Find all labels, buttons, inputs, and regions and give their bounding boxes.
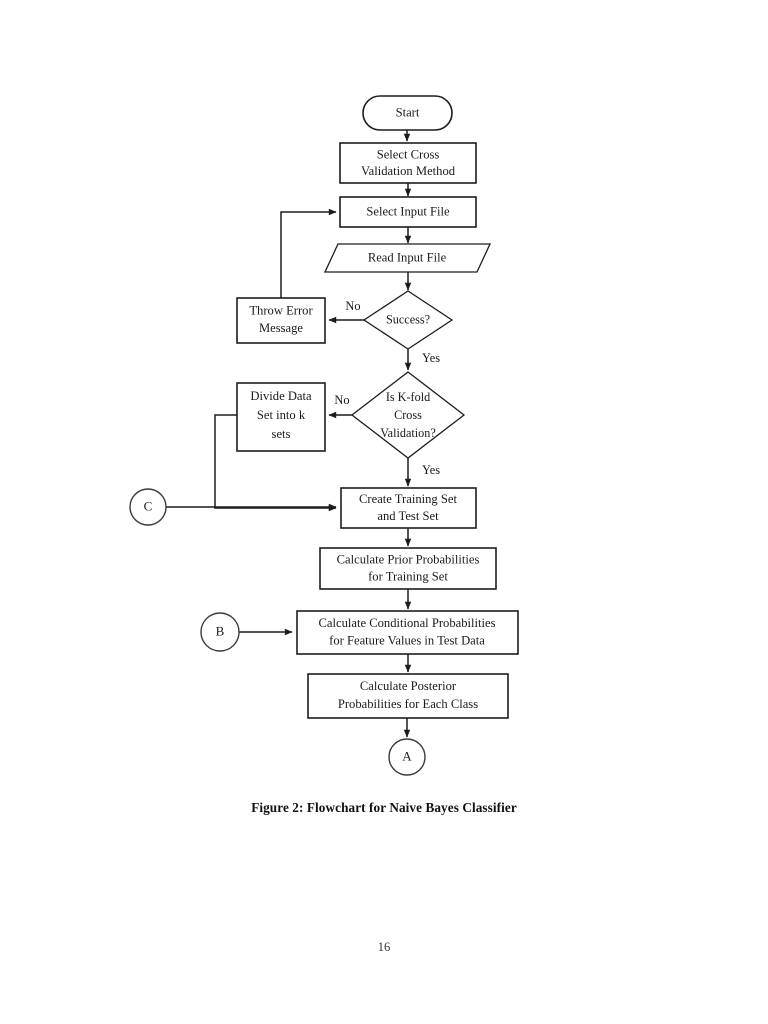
is-kfold-diamond-shape (350, 371, 466, 459)
node-is-kfold-decision[interactable]: Is K-fold Cross Validation? (350, 371, 466, 459)
node-throw-error-label-line2: Message (259, 321, 303, 335)
node-calculate-posterior-probabilities[interactable]: Calculate Posterior Probabilities for Ea… (307, 673, 509, 719)
node-prior-prob-label-line2: for Training Set (368, 569, 448, 583)
node-connector-a[interactable]: A (388, 738, 426, 776)
start-terminator-shape (362, 95, 453, 131)
node-read-input-file[interactable]: Read Input File (323, 243, 492, 273)
node-is-kfold-label-line3: Validation? (380, 426, 436, 440)
node-calculate-prior-probabilities[interactable]: Calculate Prior Probabilities for Traini… (319, 547, 497, 590)
edge-label-success-yes: Yes (422, 351, 440, 365)
create-sets-box-shape (340, 487, 477, 529)
node-connector-b-label: B (216, 623, 225, 638)
node-start[interactable]: Start (362, 95, 453, 131)
node-create-training-test-set[interactable]: Create Training Set and Test Set (340, 487, 477, 529)
divide-data-box-shape (236, 382, 326, 452)
node-cond-prob-label-line2: for Feature Values in Test Data (329, 633, 485, 647)
flowchart-nodes: Start Select Cross Validation Method Sel… (129, 95, 519, 776)
read-input-parallelogram-shape (323, 243, 492, 273)
edge-label-kfold-no: No (334, 393, 349, 407)
node-divide-data-label-line1: Divide Data (250, 389, 312, 403)
edge-label-success-no: No (345, 299, 360, 313)
connector-c-circle-shape (129, 488, 167, 526)
node-is-kfold-label-line1: Is K-fold (386, 390, 430, 404)
node-prior-prob-label-line1: Calculate Prior Probabilities (337, 552, 480, 566)
cond-prob-box-shape (296, 610, 519, 655)
throw-error-box-shape (236, 297, 326, 344)
flowchart-figure: No Yes No Yes Start Select Cross Validat… (129, 95, 519, 776)
post-prob-box-shape (307, 673, 509, 719)
prior-prob-box-shape (319, 547, 497, 590)
node-post-prob-label-line2: Probabilities for Each Class (338, 697, 478, 711)
node-connector-a-label: A (402, 748, 412, 763)
node-success-decision[interactable]: Success? (362, 290, 454, 350)
page-number: 16 (377, 940, 391, 954)
node-select-input-file[interactable]: Select Input File (339, 196, 477, 228)
flowchart-edges (166, 130, 412, 738)
node-select-cv-label-line2: Validation Method (361, 164, 456, 178)
select-input-box-shape (339, 196, 477, 228)
flowchart-edge-labels: No Yes No Yes (334, 299, 440, 477)
node-select-cv-label-line1: Select Cross (377, 147, 440, 161)
node-success-label: Success? (386, 312, 430, 326)
node-cond-prob-label-line1: Calculate Conditional Probabilities (319, 616, 496, 630)
node-create-sets-label-line2: and Test Set (377, 509, 439, 523)
node-connector-c[interactable]: C (129, 488, 167, 526)
node-divide-data-label-line3: sets (272, 427, 291, 441)
node-throw-error-message[interactable]: Throw Error Message (236, 297, 326, 344)
edge-divide-data-to-create-sets (214, 414, 337, 512)
success-diamond-shape (362, 290, 454, 350)
select-cv-box-shape (339, 142, 477, 184)
connector-b-circle-shape (200, 612, 240, 652)
edge-label-kfold-yes: Yes (422, 463, 440, 477)
edge-throw-error-to-select-input (280, 208, 337, 298)
node-select-input-label: Select Input File (366, 204, 450, 218)
node-post-prob-label-line1: Calculate Posterior (360, 679, 457, 693)
node-calculate-conditional-probabilities[interactable]: Calculate Conditional Probabilities for … (296, 610, 519, 655)
node-throw-error-label-line1: Throw Error (249, 303, 313, 317)
connector-a-circle-shape (388, 738, 426, 776)
node-read-input-label: Read Input File (368, 250, 447, 264)
node-connector-c-label: C (144, 498, 153, 513)
figure-caption: Figure 2: Flowchart for Naive Bayes Clas… (251, 800, 517, 815)
node-divide-data-set[interactable]: Divide Data Set into k sets (236, 382, 326, 452)
node-connector-b[interactable]: B (200, 612, 240, 652)
node-select-cross-validation-method[interactable]: Select Cross Validation Method (339, 142, 477, 184)
node-is-kfold-label-line2: Cross (394, 408, 422, 422)
node-create-sets-label-line1: Create Training Set (359, 492, 457, 506)
node-start-label: Start (396, 105, 420, 119)
node-divide-data-label-line2: Set into k (257, 408, 306, 422)
